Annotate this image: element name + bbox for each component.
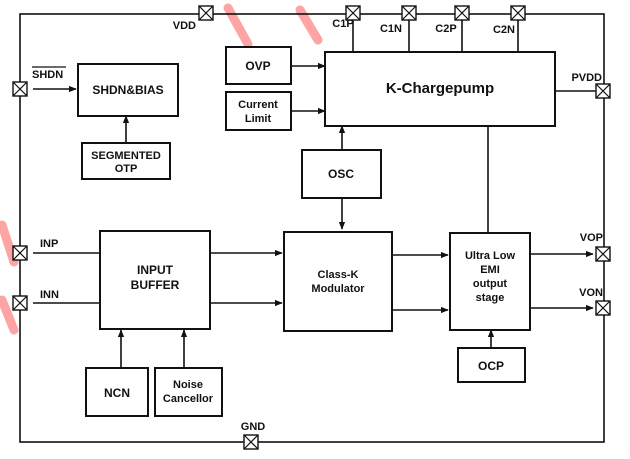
osc-block: OSC: [301, 149, 382, 199]
noise-cancellor-label-2: Cancellor: [163, 393, 214, 405]
pin-gnd: [243, 434, 259, 450]
pin-label-c2n: C2N: [493, 24, 515, 36]
segmented-otp-label-2: OTP: [115, 163, 138, 175]
k-chargepump-block: K-Chargepump: [324, 51, 556, 127]
shdn-bias-block: SHDN&BIAS: [77, 63, 179, 117]
pin-label-von: VON: [579, 287, 603, 299]
pin-label-shdn: SHDN: [32, 69, 63, 81]
output-stage-label-4: stage: [476, 292, 505, 304]
pin-label-c1p: C1P: [332, 18, 353, 30]
pin-label-c1n: C1N: [380, 23, 402, 35]
pin-label-inn: INN: [40, 289, 59, 301]
ocp-label: OCP: [478, 359, 504, 373]
input-buffer-label-2: BUFFER: [131, 278, 180, 292]
segmented-otp-block: SEGMENTED OTP: [81, 142, 171, 180]
pin-inp: [12, 245, 28, 261]
pin-label-vdd: VDD: [173, 20, 196, 32]
pin-c1p: [345, 5, 361, 21]
input-buffer-label-1: INPUT: [137, 263, 174, 277]
pin-von: [595, 300, 611, 316]
osc-label: OSC: [328, 167, 354, 181]
chip-outline: [19, 13, 605, 443]
pin-c2n: [510, 5, 526, 21]
pin-label-pvdd: PVDD: [571, 72, 602, 84]
output-stage-label-2: EMI: [480, 264, 500, 276]
pin-c1n: [401, 5, 417, 21]
ocp-block: OCP: [457, 347, 526, 383]
pin-label-vop: VOP: [580, 232, 603, 244]
ovp-block: OVP: [225, 46, 292, 85]
class-k-modulator-block: Class-K Modulator: [283, 231, 393, 332]
class-k-modulator-label-2: Modulator: [311, 283, 365, 295]
pin-label-inp: INP: [40, 238, 58, 250]
pin-vdd: [198, 5, 214, 21]
signal-wires: [33, 18, 596, 368]
noise-cancellor-label-1: Noise: [173, 379, 203, 391]
k-chargepump-label: K-Chargepump: [386, 80, 494, 97]
current-limit-block: Current Limit: [225, 91, 292, 131]
output-stage-block: Ultra Low EMI output stage: [449, 232, 531, 331]
output-stage-label-3: output: [473, 278, 508, 290]
ovp-label: OVP: [245, 59, 270, 73]
pin-label-gnd: GND: [241, 421, 266, 433]
current-limit-label-1: Current: [238, 99, 278, 111]
ncn-block: NCN: [85, 367, 149, 417]
current-limit-label-2: Limit: [245, 113, 272, 125]
pin-pvdd: [595, 83, 611, 99]
segmented-otp-label-1: SEGMENTED: [91, 150, 161, 162]
pin-label-c2p: C2P: [435, 23, 456, 35]
pin-vop: [595, 246, 611, 262]
output-stage-label-1: Ultra Low: [465, 250, 516, 262]
class-k-modulator-label-1: Class-K: [318, 269, 359, 281]
noise-cancellor-block: Noise Cancellor: [154, 367, 223, 417]
pin-inn: [12, 295, 28, 311]
pin-shdn: [12, 81, 28, 97]
input-buffer-block: INPUT BUFFER: [99, 230, 211, 330]
ncn-label: NCN: [104, 386, 130, 400]
shdn-bias-label: SHDN&BIAS: [92, 83, 163, 97]
pin-c2p: [454, 5, 470, 21]
